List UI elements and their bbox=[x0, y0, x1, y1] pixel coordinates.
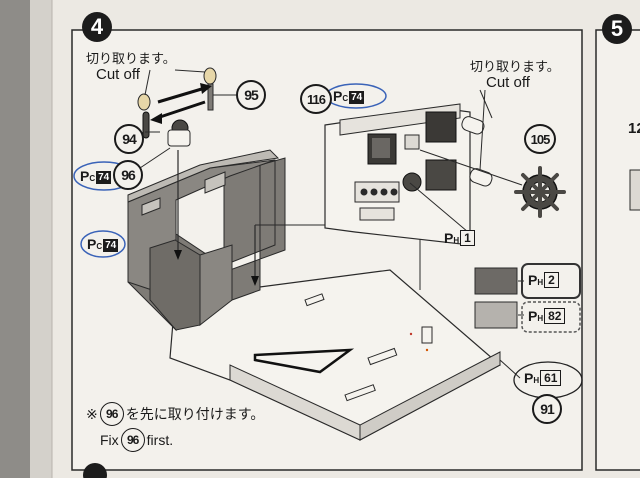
cut-off-jp-left: 切り取ります。 bbox=[86, 52, 176, 67]
note-en-after: first. bbox=[146, 432, 174, 448]
part-number-94: 94 bbox=[114, 124, 144, 154]
ship-wheel-part bbox=[514, 166, 566, 218]
partial-part-number: 12 bbox=[628, 120, 640, 137]
cut-off-jp-right: 切り取ります。 bbox=[470, 60, 560, 75]
note-en-text: Fix bbox=[100, 432, 119, 448]
note-en-part-96: 96 bbox=[120, 428, 145, 452]
part-number-95: 95 bbox=[236, 80, 266, 110]
part-number-116: 116 bbox=[300, 84, 332, 114]
step-number-5: 5 bbox=[602, 14, 632, 44]
note-part-96: 96 bbox=[99, 402, 124, 426]
part-number-96: 96 bbox=[113, 160, 143, 190]
note-jp-text: を先に取り付けます。 bbox=[125, 407, 265, 423]
cut-off-en-left: Cut off bbox=[96, 66, 140, 83]
note-jp: ※ 96 を先に取り付けます。 bbox=[86, 402, 264, 426]
note-en: Fix 96 first. bbox=[100, 428, 173, 452]
part-number-91: 91 bbox=[532, 394, 562, 424]
note-mark: ※ bbox=[86, 405, 98, 422]
part-number-105: 105 bbox=[524, 124, 556, 154]
cut-off-en-right: Cut off bbox=[486, 74, 530, 91]
step-number-4: 4 bbox=[82, 12, 112, 42]
